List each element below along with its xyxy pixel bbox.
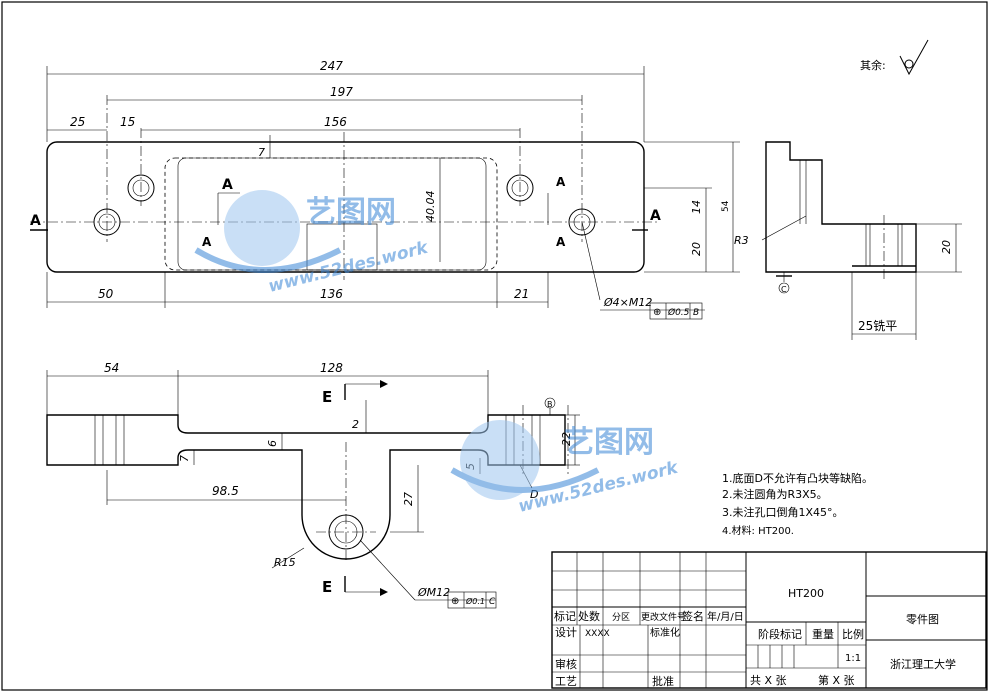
top-view-pocket — [306, 223, 378, 271]
dim-54-front: 54 — [104, 361, 119, 375]
hole-tol-value: Ø0.5 — [667, 307, 690, 318]
dim-128: 128 — [320, 361, 343, 375]
tb-header-zone: 分区 — [612, 612, 630, 623]
tb-design-value: XXXX — [585, 629, 610, 639]
hole-tol-symbol: ⊕ — [653, 307, 661, 318]
tb-header-change: 更改文件号 — [641, 611, 686, 623]
side-datum: C — [781, 285, 787, 294]
tb-scale: 1:1 — [845, 653, 861, 664]
title-block: 标记 处数 分区 更改文件号 签名 年/月/日 设计 XXXX 标准化 审核 工… — [551, 551, 987, 689]
tb-scale-label: 比例 — [842, 627, 864, 641]
dim-14: 14 — [690, 200, 703, 214]
section-e-bottom: E — [322, 578, 332, 596]
roughness-note: 其余: — [860, 58, 886, 72]
front-tol-value: Ø0.1 — [465, 596, 485, 606]
top-view-outline — [46, 141, 645, 273]
svg-text:A: A — [650, 208, 661, 224]
tb-weight: 重量 — [812, 627, 834, 641]
note-1: 1.底面D不允许有凸块等缺陷。 — [722, 471, 873, 485]
tb-part-name: 零件图 — [906, 613, 939, 626]
tb-approve: 批准 — [652, 674, 674, 688]
dim-2: 2 — [352, 418, 359, 431]
dim-22: 22 — [560, 432, 573, 446]
dim-20-right: 20 — [690, 242, 703, 256]
tb-review: 审核 — [555, 657, 577, 671]
dim-7-top: 7 — [258, 146, 265, 159]
dim-136: 136 — [320, 287, 343, 301]
dim-6: 6 — [266, 440, 279, 447]
dim-247: 247 — [320, 59, 343, 73]
tb-design: 设计 — [555, 626, 577, 639]
svg-text:A: A — [202, 235, 212, 249]
dim-98-5: 98.5 — [212, 484, 239, 498]
section-e-top: E — [322, 388, 332, 406]
tb-header-count: 处数 — [578, 610, 600, 623]
svg-text:A: A — [222, 177, 233, 193]
front-tol-datum: C — [489, 597, 496, 607]
svg-text:A: A — [30, 213, 41, 229]
top-view-dimensions: 247 197 25 15 156 7 40.04 14 20 54 50 13… — [46, 59, 740, 320]
dim-7-front: 7 — [178, 455, 191, 462]
tb-header-date: 年/月/日 — [707, 610, 744, 623]
note-3: 3.未注孔口倒角1X45°。 — [722, 505, 844, 519]
dim-54-right: 54 — [721, 200, 731, 212]
watermark-2: 艺图网 www.52des.work — [450, 420, 681, 517]
front-tol-symbol: ⊕ — [451, 596, 459, 607]
dim-25: 25 — [70, 115, 85, 129]
hole-tol-datum: B — [693, 308, 699, 318]
tb-school: 浙江理工大学 — [890, 657, 956, 671]
tb-standardize: 标准化 — [650, 626, 680, 639]
watermark-1: 艺图网 www.52des.work — [194, 190, 431, 297]
tb-header-mark: 标记 — [554, 609, 576, 623]
side-view: R3 20 25铣平 C — [734, 141, 962, 340]
dim-50: 50 — [98, 287, 114, 301]
dim-27: 27 — [402, 492, 415, 506]
front-callout: ØM12 — [417, 586, 450, 599]
tb-sheet-number: 第 X 张 — [818, 673, 855, 687]
dim-197: 197 — [330, 85, 353, 99]
dim-156: 156 — [324, 115, 347, 129]
tb-material: HT200 — [788, 587, 824, 600]
datum-d: D — [530, 488, 538, 501]
tb-header-sign: 签名 — [682, 609, 704, 623]
dim-21: 21 — [514, 287, 529, 301]
side-tool-note: 25铣平 — [858, 319, 897, 333]
hole-callout: Ø4×M12 — [603, 296, 652, 309]
note-2: 2.未注圆角为R3X5。 — [722, 487, 828, 501]
section-labels-a: A A A A A A — [30, 175, 661, 249]
svg-text:A: A — [556, 175, 566, 189]
tb-stage-mark: 阶段标记 — [758, 627, 802, 641]
datum-b: B — [547, 400, 553, 409]
top-view — [30, 95, 660, 280]
side-radius: R3 — [734, 234, 749, 247]
note-4: 4.材料: HT200. — [722, 524, 794, 537]
svg-text:A: A — [556, 235, 566, 249]
tb-process: 工艺 — [555, 675, 577, 688]
dim-15: 15 — [120, 115, 135, 129]
roughness-symbol — [899, 39, 929, 76]
technical-notes: 1.底面D不允许有凸块等缺陷。 2.未注圆角为R3X5。 3.未注孔口倒角1X4… — [722, 471, 873, 537]
side-dim-20: 20 — [940, 240, 953, 254]
dim-r15: R15 — [274, 556, 296, 569]
watermark-logo: 艺图网 — [306, 195, 396, 230]
tb-total-sheets: 共 X 张 — [750, 674, 787, 687]
dim-40-04: 40.04 — [424, 191, 437, 223]
watermark-logo-2: 艺图网 — [564, 425, 654, 460]
